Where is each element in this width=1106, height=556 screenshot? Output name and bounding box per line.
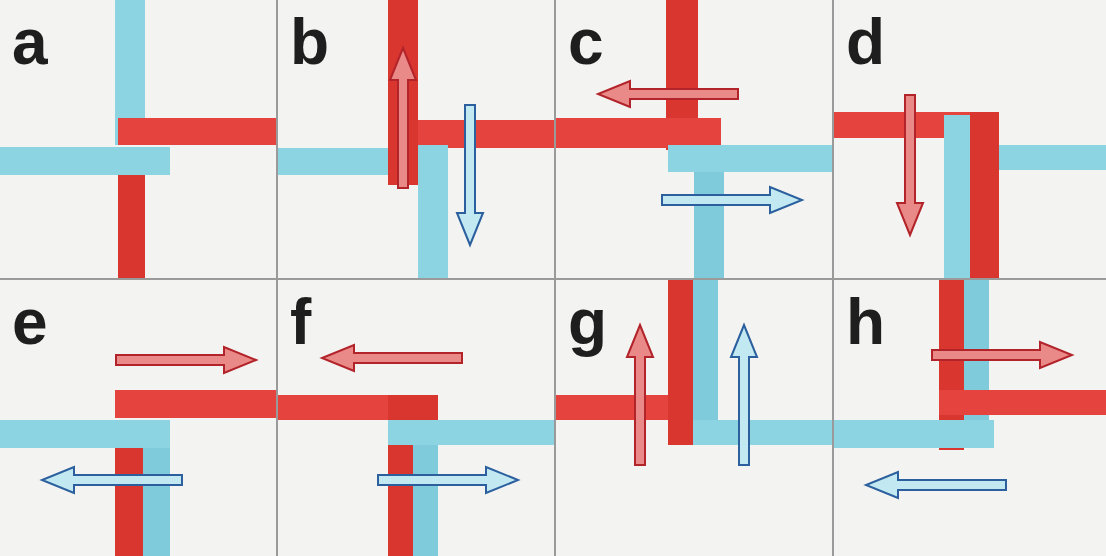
panel-b (278, 0, 554, 278)
panel-g (556, 280, 832, 556)
panel-letter: h (846, 290, 885, 354)
panel-a (0, 0, 276, 278)
panel-letter: a (12, 10, 48, 74)
panel-letter: f (290, 290, 311, 354)
panel-e (0, 280, 276, 556)
panel-c (556, 0, 832, 278)
panel-letter: c (568, 10, 604, 74)
panel-f (278, 280, 554, 556)
panel-letter: b (290, 10, 329, 74)
panel-d (834, 0, 1106, 278)
panel-letter: d (846, 10, 885, 74)
panel-letter: g (568, 290, 607, 354)
panel-h (834, 280, 1106, 556)
panel-letter: e (12, 290, 48, 354)
